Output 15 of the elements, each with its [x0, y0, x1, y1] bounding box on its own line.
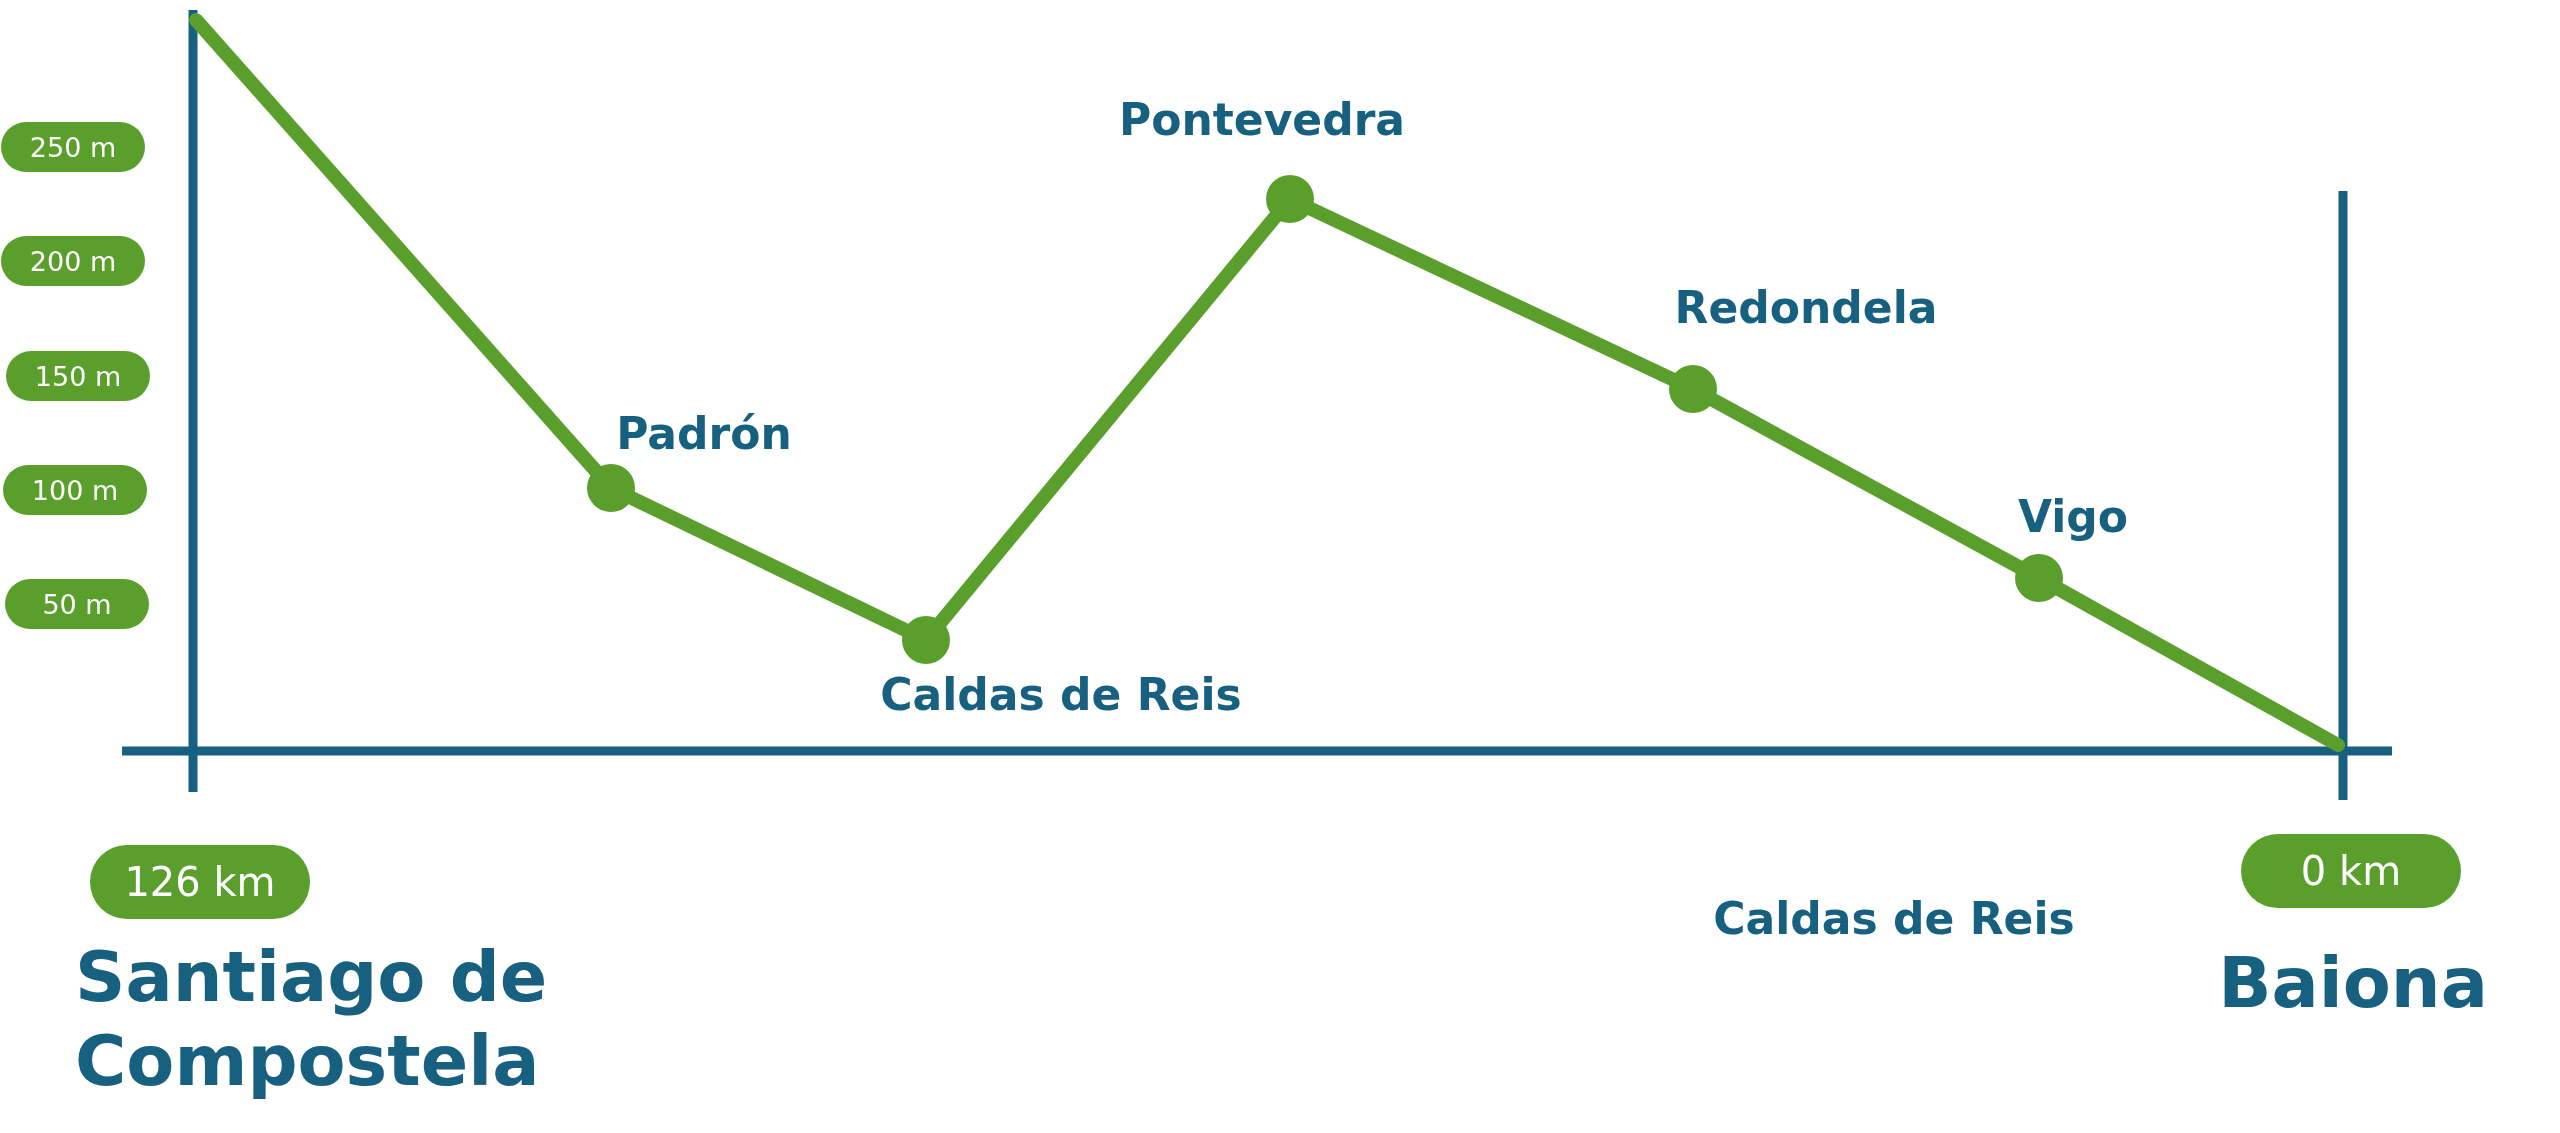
elevation-tick-label: 150 m: [6, 351, 150, 401]
elevation-tick-label: 50 m: [5, 579, 149, 629]
end-city-label: Baiona: [2218, 942, 2488, 1024]
place-label: Padrón: [616, 407, 792, 459]
start-city-label: Santiago de Compostela: [75, 935, 549, 1103]
elevation-tick-label: 200 m: [1, 236, 145, 286]
elevation-tick-label: 250 m: [1, 122, 145, 172]
place-label: Pontevedra: [1118, 93, 1406, 145]
place-label: Redondela: [1674, 281, 1938, 333]
distance-label: 126 km: [90, 845, 310, 919]
place-label: Vigo: [2017, 490, 2129, 542]
place-label: Caldas de Reis: [880, 668, 1242, 720]
elevation-tick-label: 100 m: [3, 465, 147, 515]
distance-label: 0 km: [2241, 834, 2461, 908]
place-label: Caldas de Reis: [1713, 892, 2075, 944]
